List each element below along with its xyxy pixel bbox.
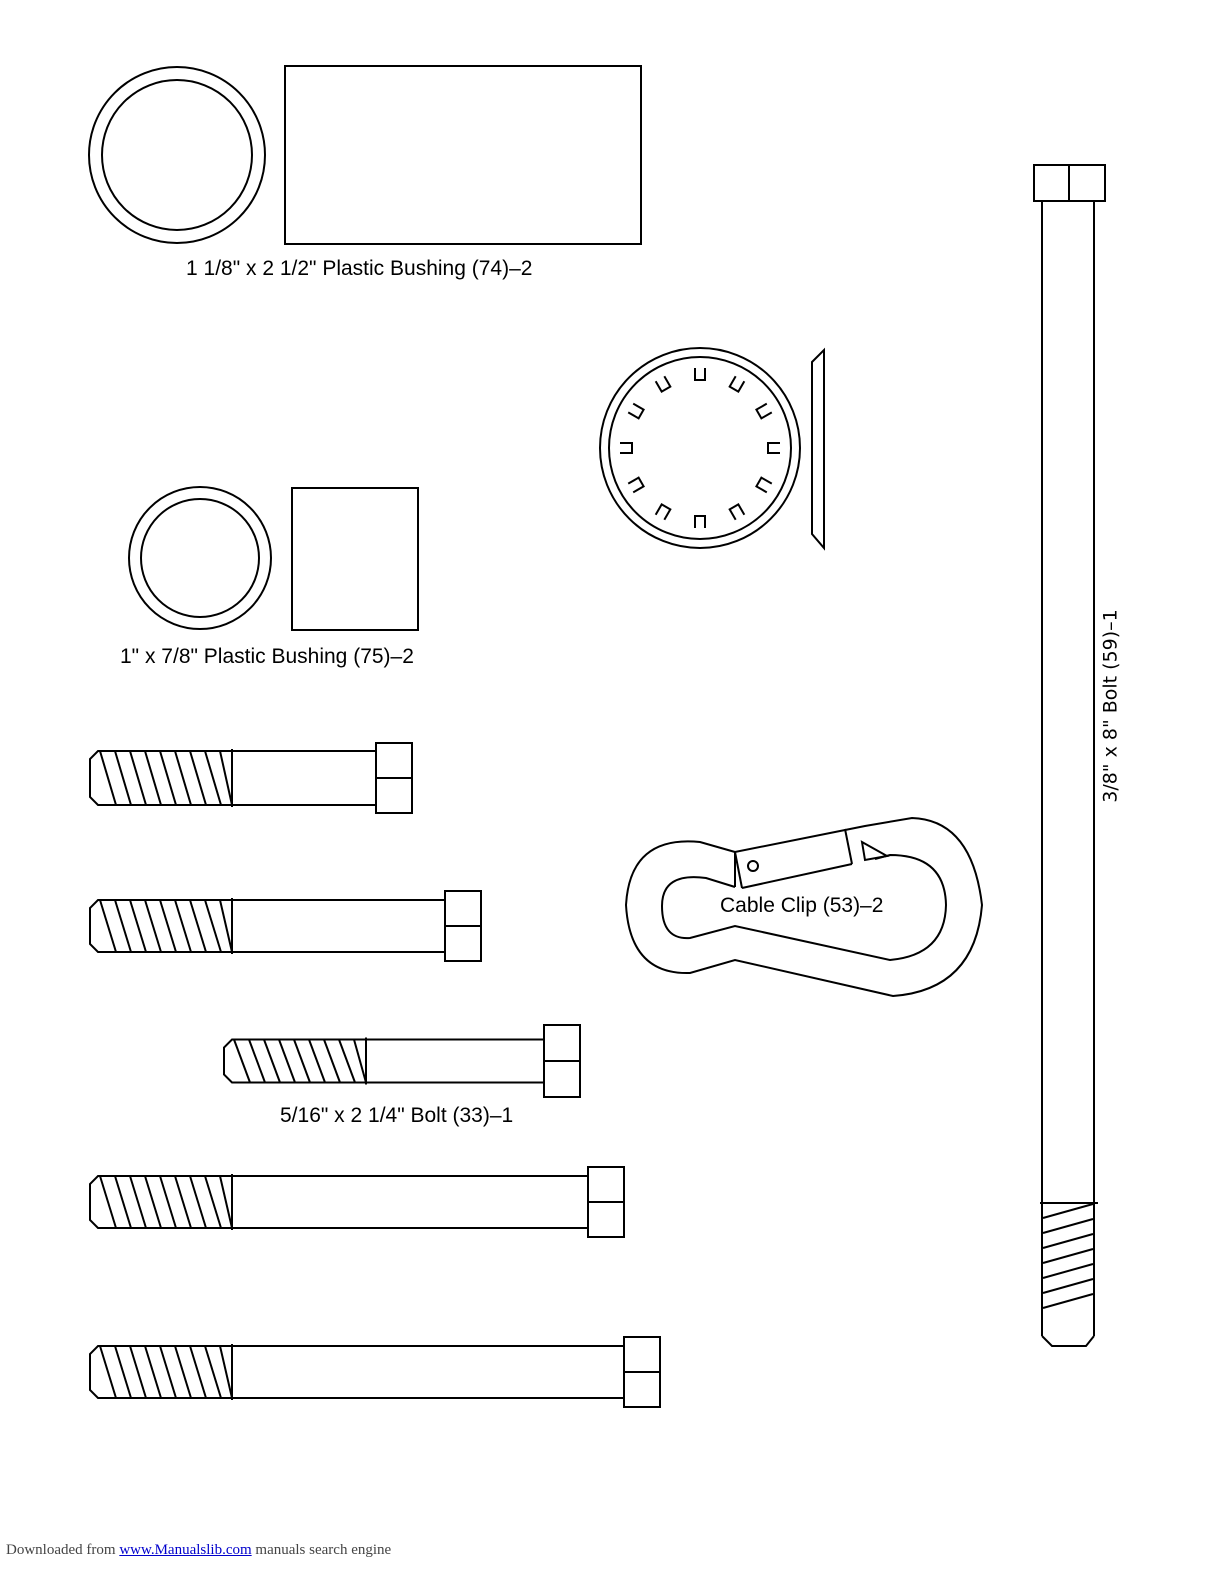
bolt-thread: [190, 1346, 206, 1398]
star-washer-side-view: [812, 350, 824, 548]
bolt-thread: [160, 1346, 176, 1398]
bolt-thread: [220, 751, 232, 805]
bolt-thread: [1043, 1294, 1093, 1308]
bolt-59-label: 3/8" x 8" Bolt (59)–1: [1102, 609, 1121, 803]
bushing-74-end-view: [89, 67, 265, 243]
bolt-thread: [130, 1176, 146, 1228]
bolt-thread: [205, 751, 221, 805]
bolt-thread: [100, 1176, 116, 1228]
cable-clip-label: Cable Clip (53)–2: [720, 895, 883, 916]
bolt-thread: [145, 900, 161, 952]
bolt-thread: [175, 900, 191, 952]
bolt-thread: [264, 1040, 280, 1083]
bushing-75-label: 1" x 7/8" Plastic Bushing (75)–2: [120, 646, 414, 667]
washer-tooth: [695, 368, 705, 380]
washer-tooth: [768, 443, 780, 453]
washer-tooth: [730, 504, 745, 519]
washer-tooth: [620, 443, 632, 453]
washer-tooth: [730, 376, 745, 391]
bushing-75-side-view: [292, 488, 418, 630]
bolt-thread: [309, 1040, 325, 1083]
bolt-thread: [220, 900, 232, 952]
bolt-thread: [145, 1346, 161, 1398]
washer-tooth: [656, 376, 671, 391]
bolt-59-drawing: [1034, 165, 1105, 1346]
bolt-thread: [205, 900, 221, 952]
washer-tooth: [628, 404, 643, 419]
bolt-thread: [249, 1040, 265, 1083]
bolt-5-drawing: [90, 1337, 660, 1407]
bolt-thread: [1043, 1204, 1093, 1218]
bolt-thread: [190, 1176, 206, 1228]
washer-tooth: [756, 478, 771, 493]
bolt-thread: [175, 751, 191, 805]
bolt-thread: [324, 1040, 340, 1083]
bolt-33-label: 5/16" x 2 1/4" Bolt (33)–1: [280, 1105, 513, 1126]
bolt-thread: [100, 900, 116, 952]
bolt-thread: [205, 1346, 221, 1398]
bolt-1-drawing: [90, 743, 412, 813]
washer-tooth: [656, 504, 671, 519]
bolt-thread: [115, 1176, 131, 1228]
bolt-thread: [354, 1040, 366, 1083]
bolt-thread: [100, 751, 116, 805]
bolt-thread: [205, 1176, 221, 1228]
bolt-thread: [160, 900, 176, 952]
washer-tooth: [628, 478, 643, 493]
washer-tooth: [756, 404, 771, 419]
bushing-74-side-view: [285, 66, 641, 244]
bolt-thread: [115, 900, 131, 952]
bolt-thread: [130, 900, 146, 952]
bolt-thread: [145, 1176, 161, 1228]
bushing-74-label: 1 1/8" x 2 1/2" Plastic Bushing (74)–2: [186, 258, 532, 279]
bolt-thread: [1043, 1279, 1093, 1293]
bolt-thread: [160, 1176, 176, 1228]
footer: Downloaded from www.Manualslib.com manua…: [6, 1542, 391, 1559]
bolt-thread: [1043, 1264, 1093, 1278]
star-washer-face-view: [600, 348, 800, 548]
bolt-thread: [1043, 1219, 1093, 1233]
bolt-thread: [190, 751, 206, 805]
footer-prefix: Downloaded from: [6, 1542, 116, 1558]
bolt-thread: [279, 1040, 295, 1083]
bolt-thread: [220, 1176, 232, 1228]
bushing-75-end-view: [129, 487, 271, 629]
manualslib-link[interactable]: www.Manualslib.com: [119, 1542, 251, 1558]
bolt-thread: [145, 751, 161, 805]
bolt-2-drawing: [90, 891, 481, 961]
bolt-thread: [160, 751, 176, 805]
bolt-thread: [115, 1346, 131, 1398]
bolt-thread: [115, 751, 131, 805]
bolt-4-drawing: [90, 1167, 624, 1237]
bolt-thread: [130, 1346, 146, 1398]
washer-tooth: [695, 516, 705, 528]
bolt-thread: [294, 1040, 310, 1083]
bolt-thread: [1043, 1249, 1093, 1263]
bolt-thread: [234, 1040, 250, 1083]
bolt-thread: [175, 1176, 191, 1228]
bolt-thread: [130, 751, 146, 805]
bolt-thread: [339, 1040, 355, 1083]
footer-suffix: manuals search engine: [255, 1542, 391, 1558]
bolt-33-drawing: [224, 1025, 580, 1097]
bolt-thread: [190, 900, 206, 952]
bolt-thread: [220, 1346, 232, 1398]
bolt-thread: [175, 1346, 191, 1398]
bolt-thread: [1043, 1234, 1093, 1248]
bolt-thread: [100, 1346, 116, 1398]
